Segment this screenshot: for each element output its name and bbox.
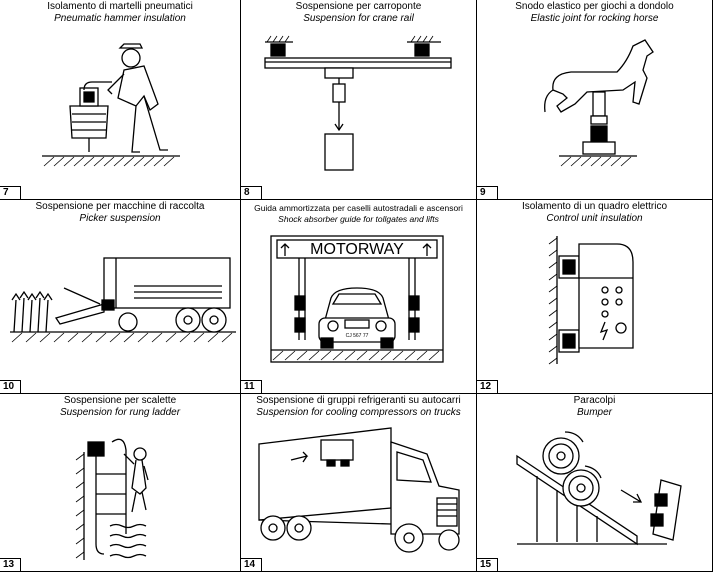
rung-ladder-icon xyxy=(75,438,149,560)
pneumatic-hammer-icon xyxy=(42,43,180,167)
cell-title-it: Sospensione per macchine di raccolta xyxy=(35,201,205,212)
cell-title-it: Isolamento di un quadro elettrico xyxy=(521,201,668,212)
cell-12: Isolamento di un quadro elettrico Contro… xyxy=(477,200,713,394)
cell-title-it: Isolamento di martelli pneumatici xyxy=(47,1,193,12)
cell-number: 15 xyxy=(477,558,498,571)
cell-title-en: Suspension for cooling compressors on tr… xyxy=(256,407,461,418)
cell-14: Sospensione di gruppi refrigeranti su au… xyxy=(241,394,477,572)
license-plate: CJ 567 77 xyxy=(346,333,369,339)
cell-title-it: Paracolpi xyxy=(573,395,616,406)
cell-number: 12 xyxy=(477,380,498,393)
cell-number: 14 xyxy=(241,558,262,571)
cell-title-en: Suspension for crane rail xyxy=(303,13,414,24)
cell-15: Paracolpi Bumper xyxy=(477,394,713,572)
truck-compressor-icon xyxy=(258,427,460,553)
bumper-icon xyxy=(516,431,682,546)
cell-number: 7 xyxy=(0,186,21,199)
harvester-icon xyxy=(10,257,236,343)
cell-number: 11 xyxy=(241,380,262,393)
cell-title-en: Shock absorber guide for tollgates and l… xyxy=(278,214,439,224)
cell-title-en: Pneumatic hammer insulation xyxy=(54,13,186,24)
control-unit-icon xyxy=(548,236,634,365)
motorway-sign: MOTORWAY xyxy=(310,241,404,258)
cell-title-it: Sospensione per scalette xyxy=(63,395,177,406)
cell-title-en: Control unit insulation xyxy=(546,213,643,224)
cell-title-it: Guida ammortizzata per caselli autostrad… xyxy=(254,203,463,213)
cell-8: Sospensione per carroponte Suspension fo… xyxy=(241,0,477,200)
cell-number: 13 xyxy=(0,558,21,571)
crane-rail-icon xyxy=(264,35,452,171)
cell-title-en: Bumper xyxy=(576,407,612,418)
cell-number: 9 xyxy=(477,186,498,199)
tollgate-car-icon: MOTORWAY CJ 567 77 xyxy=(270,235,444,363)
cell-number: 10 xyxy=(0,380,21,393)
cell-title-it: Sospensione per carroponte xyxy=(295,1,422,12)
cell-title-en: Elastic joint for rocking horse xyxy=(530,13,659,24)
cell-10: Sospensione per macchine di raccolta Pic… xyxy=(0,200,241,394)
cell-11: Guida ammortizzata per caselli autostrad… xyxy=(241,200,477,394)
cell-13: Sospensione per scalette Suspension for … xyxy=(0,394,241,572)
cell-title-en: Picker suspension xyxy=(79,213,161,224)
cell-title-it: Sospensione di gruppi refrigeranti su au… xyxy=(256,395,461,406)
cell-title-it: Snodo elastico per giochi a dondolo xyxy=(515,1,674,12)
cell-number: 8 xyxy=(241,186,262,199)
cell-7: Isolamento di martelli pneumatici Pneuma… xyxy=(0,0,241,200)
cell-title-en: Suspension for rung ladder xyxy=(59,407,181,418)
cell-9: Snodo elastico per giochi a dondolo Elas… xyxy=(477,0,713,200)
rocking-horse-icon xyxy=(544,39,654,167)
